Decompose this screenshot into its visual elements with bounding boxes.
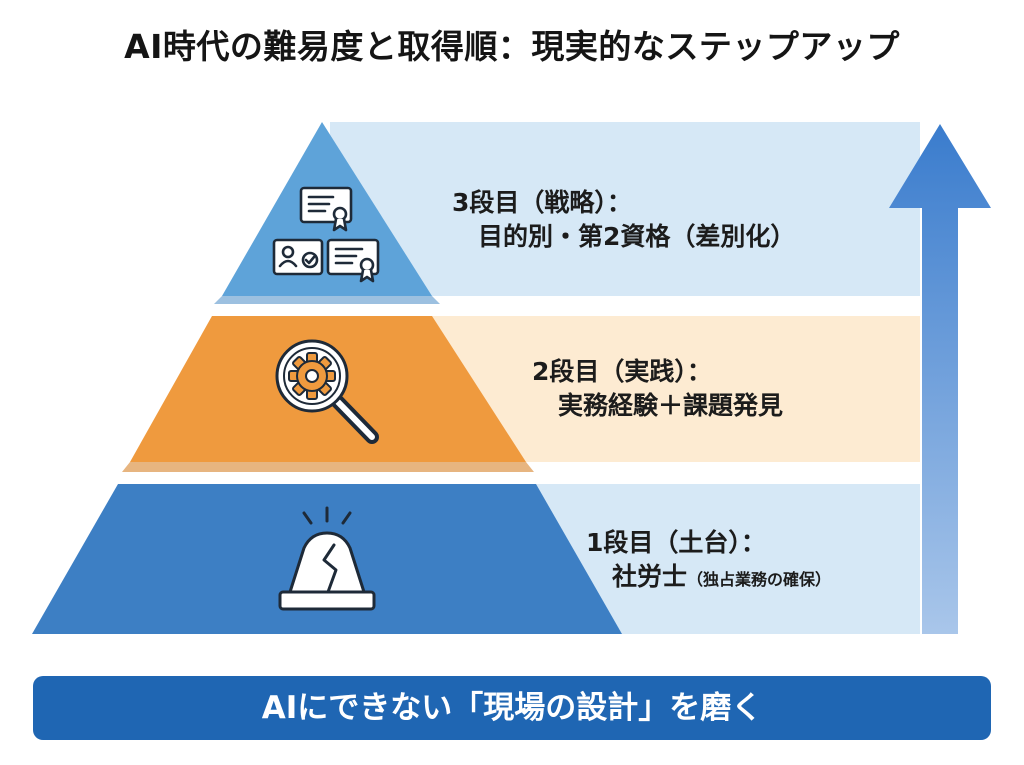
tier-1-description: 社労士 (612, 562, 688, 591)
cracked-stone-icon (278, 506, 376, 611)
tier-1-description-row: 社労士（独占業務の確保） (586, 560, 831, 597)
tier-3-heading: 3段目（戦略）： (452, 188, 632, 217)
page-title: AI時代の難易度と取得順：現実的なステップアップ (124, 27, 900, 66)
magnifier-gear-icon (275, 339, 379, 444)
tier-1-note: （独占業務の確保） (687, 570, 832, 589)
tier-3-band (330, 122, 920, 296)
tier-2-heading: 2段目（実践）： (532, 357, 712, 386)
pyramid-tier-2-shadow (122, 462, 534, 472)
tier-3-description: 目的別・第2資格（差別化） (478, 222, 796, 251)
tier-2-label: 2段目（実践）： 実務経験＋課題発見 (532, 355, 783, 423)
tier-2-description: 実務経験＋課題発見 (558, 391, 784, 420)
tier-1-label: 1段目（土台）： 社労士（独占業務の確保） (586, 526, 831, 597)
pyramid-tier-3-shadow (214, 296, 440, 304)
upward-arrow (889, 124, 991, 634)
tier-3-label: 3段目（戦略）： 目的別・第2資格（差別化） (452, 186, 795, 254)
tier-1-heading: 1段目（土台）： (586, 528, 766, 557)
certificates-icon (272, 186, 380, 283)
bottom-banner: AIにできない「現場の設計」を磨く (33, 676, 991, 740)
